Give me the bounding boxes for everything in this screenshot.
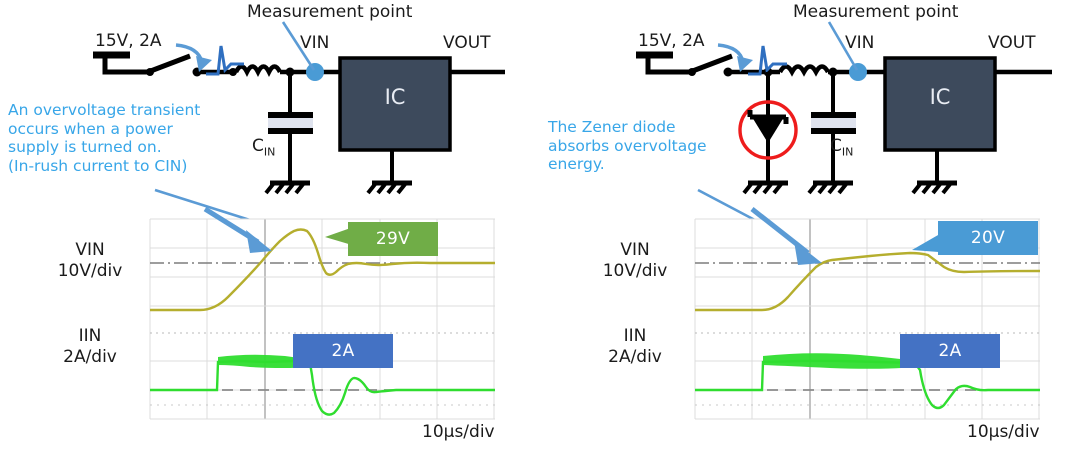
ic-block-label: IC bbox=[385, 85, 406, 109]
cap-label: CIN bbox=[830, 136, 854, 159]
scope-grid-vertical bbox=[149, 219, 495, 419]
iin-plateau-band-right bbox=[763, 353, 917, 369]
badge-iin-left: 2A bbox=[293, 334, 393, 368]
cap-plate-top bbox=[268, 112, 313, 118]
measurement-point-label: Measurement point bbox=[793, 2, 959, 22]
panel-right: IC Measurement point 15V, 2A VIN VOUT CI… bbox=[540, 0, 1080, 449]
annotation-left: An overvoltage transient occurs when a p… bbox=[8, 101, 201, 175]
annotation-right: The Zener diode absorbs overvoltage ener… bbox=[548, 118, 707, 173]
vin-trace-left bbox=[150, 228, 495, 312]
ic-block bbox=[338, 56, 452, 152]
transient-spike-icon bbox=[748, 45, 787, 76]
switch-blade bbox=[147, 53, 191, 75]
supply-terminal bbox=[102, 55, 148, 75]
circuit-left: IC bbox=[93, 21, 505, 230]
ground-symbol-zener bbox=[742, 180, 788, 195]
switch-pivot bbox=[146, 68, 154, 76]
badge-vin-right: 20V bbox=[938, 221, 1038, 255]
iin-trace-left bbox=[150, 359, 495, 416]
inductor-coil bbox=[233, 64, 283, 78]
ground-symbol-ic bbox=[366, 180, 412, 195]
measurement-point-label: Measurement point bbox=[247, 2, 413, 22]
cap-dielectric bbox=[811, 118, 856, 128]
cap-plate-top bbox=[811, 112, 856, 118]
cap-label: CIN bbox=[252, 136, 276, 159]
scope-annotation-arrow-head-left bbox=[246, 230, 272, 253]
ic-block-label: IC bbox=[930, 85, 951, 109]
cap-plate-bottom bbox=[268, 128, 313, 134]
badge-vin-left: 29V bbox=[348, 222, 438, 256]
switch-blade bbox=[689, 53, 733, 75]
timebase-label-left: 10µs/div bbox=[422, 422, 495, 442]
iin-trace-right bbox=[695, 359, 1040, 410]
switch-pivot bbox=[688, 68, 696, 76]
supply-label: 15V, 2A bbox=[638, 31, 705, 51]
vout-label: VOUT bbox=[988, 33, 1036, 53]
ground-symbol-cin bbox=[807, 180, 853, 195]
cap-dielectric bbox=[268, 118, 313, 128]
zener-highlight-circle bbox=[738, 100, 798, 160]
vin-trace-right bbox=[695, 251, 1041, 312]
panel-left: IC Measurement point 15V, 2A VIN VOUT CI… bbox=[8, 2, 505, 442]
vin-label: VIN bbox=[845, 33, 875, 53]
scope-annotation-arrow-head-right bbox=[794, 241, 822, 265]
ground-symbol-ic bbox=[911, 180, 957, 195]
zener-diode-triangle bbox=[752, 117, 784, 143]
ic-block bbox=[883, 56, 997, 152]
inductor-coil bbox=[778, 64, 830, 77]
measurement-point-dot bbox=[306, 63, 324, 81]
vin-label: VIN bbox=[300, 33, 330, 53]
badge-iin-right: 2A bbox=[900, 334, 1000, 368]
supply-arrow-head bbox=[737, 56, 753, 72]
ground-symbol-cin bbox=[264, 180, 310, 195]
vout-label: VOUT bbox=[443, 33, 491, 53]
supply-label: 15V, 2A bbox=[95, 31, 162, 51]
measurement-point-dot bbox=[849, 63, 867, 81]
supply-terminal bbox=[645, 55, 690, 75]
timebase-label-right: 10µs/div bbox=[967, 422, 1040, 442]
measurement-leader-line bbox=[827, 21, 859, 71]
cap-plate-bottom bbox=[811, 128, 856, 134]
transient-spike-icon bbox=[206, 45, 244, 76]
iin-plateau-band-left bbox=[218, 354, 310, 368]
supply-arrow-head bbox=[196, 56, 212, 72]
measurement-leader-line bbox=[281, 21, 316, 71]
circuit-right: IC bbox=[636, 21, 1052, 230]
